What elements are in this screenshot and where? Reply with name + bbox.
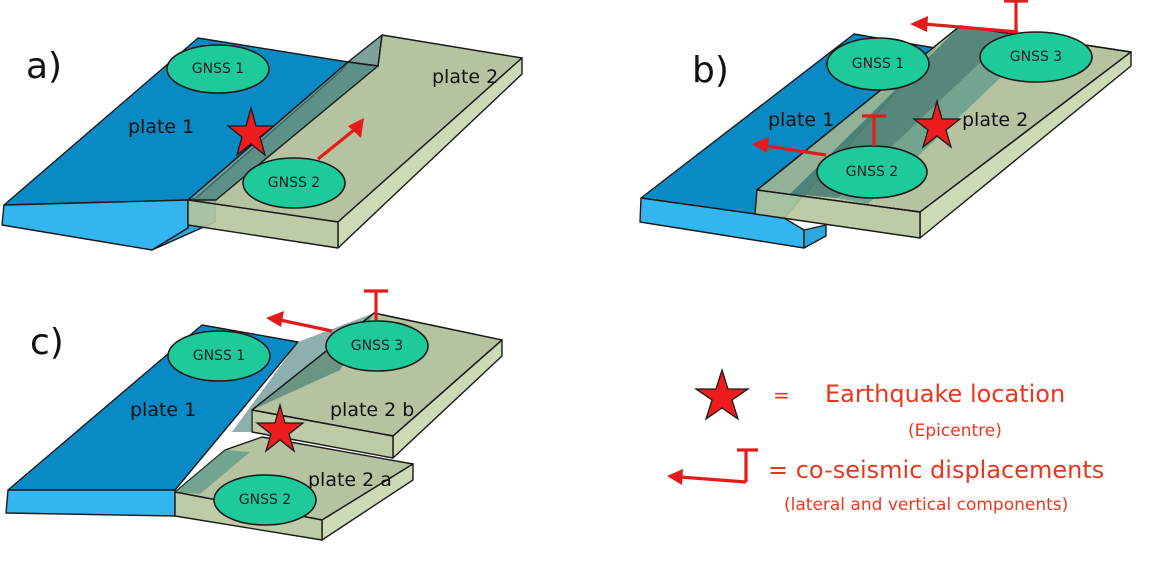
panel-c-gnss-3: GNSS 3 bbox=[325, 320, 429, 372]
panel-c-plate-1-label: plate 1 bbox=[130, 399, 196, 421]
panel-b-plate-1-label: plate 1 bbox=[768, 109, 834, 131]
panel-b-gnss-2-label: GNSS 2 bbox=[846, 164, 898, 180]
panel-c-gnss-1: GNSS 1 bbox=[167, 330, 271, 382]
panel-b-label: b) bbox=[692, 50, 729, 91]
panel-b: b) plate 1 plate 2 GNSS 1 GNSS 3 bbox=[639, 0, 1132, 249]
legend-displacement-icon bbox=[667, 448, 758, 485]
panel-c-gnss-2-label: GNSS 2 bbox=[239, 492, 291, 508]
legend-displacement-label: = co-seismic displacements bbox=[768, 456, 1104, 484]
panel-b-gnss-3-displacement bbox=[910, 0, 1028, 34]
panel-b-plate-2-label: plate 2 bbox=[962, 109, 1028, 131]
panel-a-epicentre-star bbox=[226, 105, 276, 157]
panel-a-arrow-head bbox=[348, 118, 364, 138]
panel-a-gnss-2-label: GNSS 2 bbox=[268, 175, 320, 191]
panel-b-gnss-2: GNSS 2 bbox=[816, 145, 928, 199]
panel-b-epicentre-star bbox=[912, 98, 962, 149]
legend-star-sublabel: (Epicentre) bbox=[908, 421, 1002, 441]
panel-b-gnss-1-label: GNSS 1 bbox=[852, 56, 904, 72]
panel-b-gnss-2-displacement bbox=[752, 114, 886, 157]
panel-c-epicentre-star bbox=[255, 402, 305, 453]
panel-c-gnss-3-displacement bbox=[266, 289, 388, 333]
legend: = Earthquake location (Epicentre) = co-s… bbox=[667, 367, 1104, 515]
panel-c: c) plate 1 plate 2 b plate 2 a GNSS 1 bbox=[5, 289, 503, 541]
panel-c-plate-2a-label: plate 2 a bbox=[308, 469, 392, 491]
legend-star-label: Earthquake location bbox=[825, 380, 1065, 408]
panel-c-gnss-3-label: GNSS 3 bbox=[351, 338, 403, 354]
panel-a-label: a) bbox=[26, 46, 62, 87]
panel-a-gnss-2: GNSS 2 bbox=[242, 157, 346, 209]
panel-c-gnss-2: GNSS 2 bbox=[213, 474, 317, 526]
panel-a-plate-1-label: plate 1 bbox=[128, 116, 194, 138]
legend-star-icon bbox=[693, 367, 751, 421]
panel-a-gnss-1: GNSS 1 bbox=[166, 44, 270, 94]
panel-c-plate-2b-label: plate 2 b bbox=[330, 399, 414, 421]
panel-c-gnss-1-label: GNSS 1 bbox=[193, 348, 245, 364]
legend-star-equals: = bbox=[773, 383, 790, 407]
panel-a-displacement-arrow bbox=[316, 128, 356, 161]
panel-b-gnss-1: GNSS 1 bbox=[826, 37, 930, 91]
panel-a: a) plate 1 plate 2 GNSS 1 GNSS 2 bbox=[1, 34, 523, 251]
panel-a-gnss-1-label: GNSS 1 bbox=[192, 61, 244, 77]
panel-a-plate-2-label: plate 2 bbox=[432, 66, 498, 88]
legend-displacement-sublabel: (lateral and vertical components) bbox=[784, 495, 1068, 515]
panel-b-gnss-3: GNSS 3 bbox=[979, 31, 1093, 83]
panel-c-label: c) bbox=[30, 322, 64, 363]
panel-b-gnss-3-label: GNSS 3 bbox=[1010, 49, 1062, 65]
